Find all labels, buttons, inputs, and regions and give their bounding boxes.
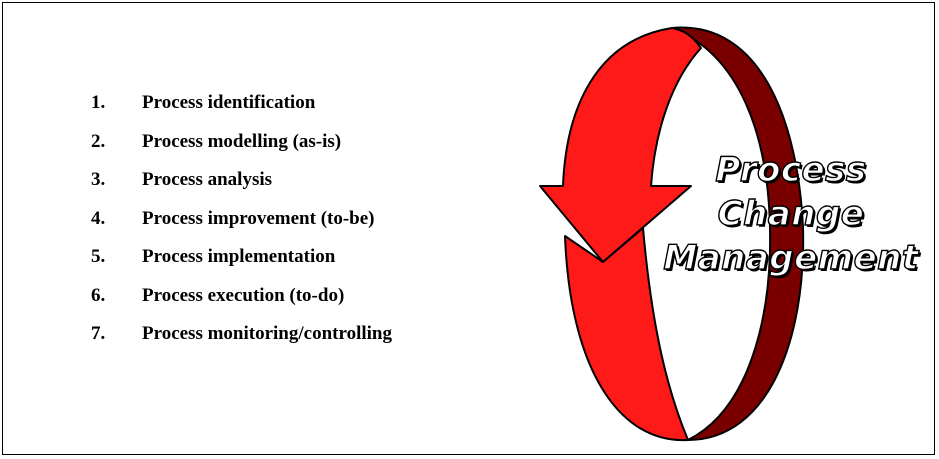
process-step: 6. Process execution (to-do) [91, 277, 392, 316]
cycle-arrow-graphic [539, 26, 805, 442]
step-label: Process identification [142, 92, 316, 114]
cycle-back-band [671, 26, 805, 441]
step-label: Process implementation [142, 246, 336, 268]
process-step: 5. Process implementation [91, 238, 392, 277]
step-label: Process analysis [142, 169, 273, 191]
step-number: 3. [91, 169, 106, 191]
step-label: Process modelling (as-is) [142, 130, 342, 152]
process-step: 7. Process monitoring/controlling [91, 315, 392, 354]
step-label: Process execution (to-do) [142, 284, 345, 306]
step-number: 6. [91, 284, 106, 306]
step-number: 7. [91, 323, 106, 345]
process-step: 1. Process identification [91, 84, 392, 123]
cycle-front-lower-band [564, 227, 689, 442]
step-number: 5. [91, 246, 106, 268]
process-step: 3. Process analysis [91, 161, 392, 200]
step-number: 1. [91, 92, 106, 114]
step-label: Process improvement (to-be) [142, 207, 375, 229]
step-number: 4. [91, 207, 106, 229]
process-step: 2. Process modelling (as-is) [91, 123, 392, 162]
step-label: Process monitoring/controlling [142, 323, 392, 345]
step-number: 2. [91, 130, 106, 152]
cycle-title: Process Change Management [663, 149, 919, 278]
cycle-front-arrow [539, 27, 702, 263]
process-step: 4. Process improvement (to-be) [91, 200, 392, 239]
process-steps-list: 1. Process identification 2. Process mod… [91, 84, 392, 354]
